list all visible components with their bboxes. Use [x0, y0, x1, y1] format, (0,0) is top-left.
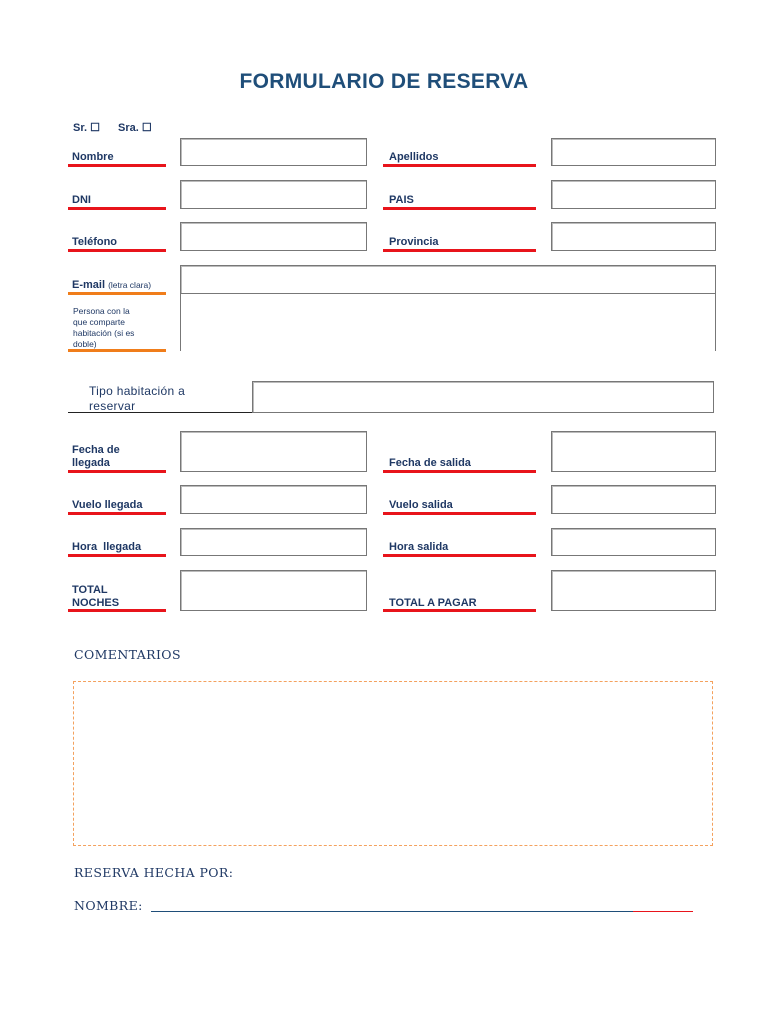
label-hora-llegada: Hora llegada [72, 541, 142, 553]
label-underline [383, 470, 536, 473]
label-persona-line: habitación (si es [73, 328, 135, 338]
label-underline [383, 164, 536, 167]
label-total-noches-line: NOCHES [72, 597, 120, 609]
label-persona-line: Persona con la [73, 306, 130, 316]
label-telefono: Teléfono [72, 236, 118, 248]
label-persona-line: que comparte [73, 317, 125, 327]
label-underline [68, 512, 166, 515]
label-underline [68, 470, 166, 473]
label-underline [68, 292, 166, 295]
label-fecha-llegada: Fecha de llegada [72, 444, 120, 470]
label-underline [68, 207, 166, 210]
label-underline [383, 554, 536, 557]
input-hora-llegada[interactable] [180, 528, 367, 556]
label-pais: PAIS [389, 194, 414, 206]
input-fecha-llegada[interactable] [180, 431, 367, 472]
label-tipo-line: Tipo habitación a [89, 384, 186, 398]
label-vuelo-salida: Vuelo salida [389, 499, 453, 511]
label-underline [383, 609, 536, 612]
form-title: FORMULARIO DE RESERVA [239, 70, 529, 93]
checkbox-sra[interactable]: Sra. ☐ [118, 122, 152, 134]
label-underline [383, 512, 536, 515]
label-hora-salida: Hora salida [389, 541, 449, 553]
label-nombre: Nombre [72, 151, 114, 163]
label-reserva-hecha-por: RESERVA HECHA POR: [74, 865, 234, 880]
label-underline [68, 164, 166, 167]
label-email-text: E-mail [72, 279, 106, 291]
label-fecha-salida: Fecha de salida [389, 457, 471, 469]
label-total-noches: TOTAL NOCHES [72, 584, 119, 610]
label-persona-comparte: Persona con la que comparte habitación (… [73, 306, 134, 350]
label-underline [68, 349, 166, 352]
label-underline [68, 554, 166, 557]
label-tipo-habitacion: Tipo habitación a reservar [89, 384, 185, 414]
label-underline [383, 207, 536, 210]
label-nombre-firma: NOMBRE: [74, 898, 143, 913]
label-dni: DNI [72, 194, 91, 206]
input-hora-salida[interactable] [551, 528, 716, 556]
label-underline [68, 609, 166, 612]
label-persona-line: doble) [73, 339, 97, 349]
input-tipo-habitacion[interactable] [252, 381, 714, 413]
label-underline [68, 412, 252, 413]
label-underline [383, 249, 536, 252]
label-provincia: Provincia [389, 236, 439, 248]
label-underline [68, 249, 166, 252]
label-fecha-llegada-line: llegada [72, 457, 110, 469]
input-nombre[interactable] [180, 138, 367, 166]
signature-line[interactable] [151, 911, 633, 912]
label-comentarios: COMENTARIOS [74, 647, 181, 662]
label-fecha-llegada-line: Fecha de [72, 444, 120, 456]
label-vuelo-llegada: Vuelo llegada [72, 499, 143, 511]
input-fecha-salida[interactable] [551, 431, 716, 472]
checkbox-sr[interactable]: Sr. ☐ [73, 122, 100, 134]
input-total-pagar[interactable] [551, 570, 716, 611]
input-pais[interactable] [551, 180, 716, 209]
label-tipo-line: reservar [89, 399, 136, 413]
label-email: E-mail (letra clara) [72, 279, 151, 292]
signature-line-end [633, 911, 693, 912]
label-total-pagar: TOTAL A PAGAR [389, 597, 477, 609]
input-persona-comparte[interactable] [180, 293, 716, 351]
input-telefono[interactable] [180, 222, 367, 251]
input-vuelo-salida[interactable] [551, 485, 716, 514]
label-total-noches-line: TOTAL [72, 584, 108, 596]
input-apellidos[interactable] [551, 138, 716, 166]
input-provincia[interactable] [551, 222, 716, 251]
input-total-noches[interactable] [180, 570, 367, 611]
input-email[interactable] [180, 265, 716, 294]
textarea-comentarios[interactable] [73, 681, 713, 846]
input-vuelo-llegada[interactable] [180, 485, 367, 514]
label-apellidos: Apellidos [389, 151, 439, 163]
label-email-note: (letra clara) [108, 280, 152, 290]
input-dni[interactable] [180, 180, 367, 209]
